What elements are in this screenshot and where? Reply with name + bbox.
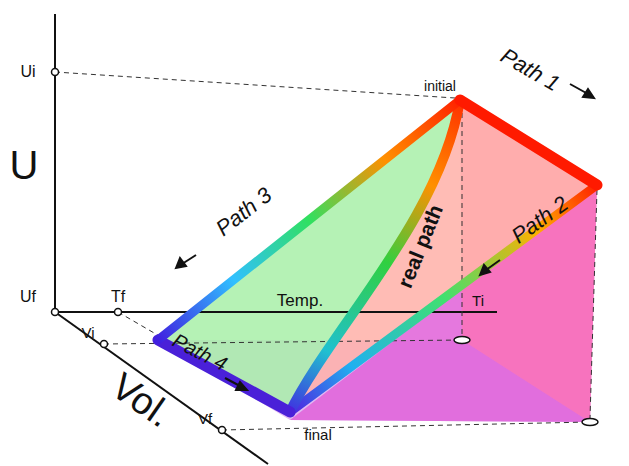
- axis-title: Vol.: [105, 366, 179, 433]
- axis-value: Tf: [111, 289, 125, 305]
- axis-value: Uf: [20, 289, 36, 305]
- point-label: final: [304, 427, 332, 442]
- axis-value: Ui: [20, 64, 35, 80]
- axis-value: Ti: [472, 293, 484, 308]
- axis-value: Vi: [81, 325, 94, 340]
- axis-value: Vf: [198, 411, 212, 426]
- path-label: Path 1: [497, 45, 563, 96]
- axis-title: U: [10, 145, 39, 185]
- path-label: Path 3: [212, 184, 276, 240]
- axis-title: Temp.: [277, 292, 323, 309]
- point-label: initial: [424, 79, 456, 93]
